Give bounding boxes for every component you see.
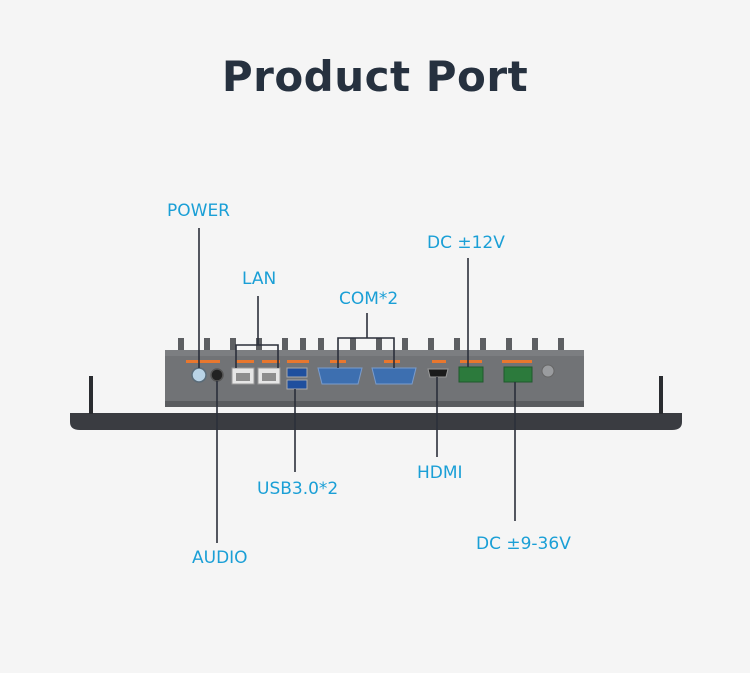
chassis-shade: [165, 401, 584, 407]
audio-label: AUDIO: [192, 548, 248, 568]
dc12-terminal: [458, 366, 484, 383]
usb-port-1: [286, 367, 308, 378]
dc936-terminal: [503, 366, 533, 383]
lan-label: LAN: [242, 269, 277, 289]
com-port-2: [371, 367, 417, 385]
chassis-top-plate: [165, 350, 584, 356]
heatsink-fins: [178, 338, 564, 354]
com-port-1: [317, 367, 363, 385]
com-label: COM*2: [339, 289, 399, 309]
panel-bracket-left: [89, 376, 93, 414]
usb-port-2: [286, 379, 308, 390]
power-label: POWER: [167, 201, 230, 221]
hdmi-port: [427, 368, 449, 378]
dc936-label: DC ±9-36V: [476, 534, 571, 554]
power-button: [191, 367, 207, 383]
chassis-screw: [541, 364, 555, 378]
usb-label: USB3.0*2: [257, 479, 339, 499]
panel-bezel: [70, 413, 682, 430]
leader-lines: [198, 228, 516, 543]
dc12-label: DC ±12V: [427, 233, 505, 253]
hdmi-label: HDMI: [417, 463, 463, 483]
panel-bracket-right: [659, 376, 663, 414]
page-title: Product Port: [221, 52, 529, 101]
audio-jack: [210, 368, 224, 382]
